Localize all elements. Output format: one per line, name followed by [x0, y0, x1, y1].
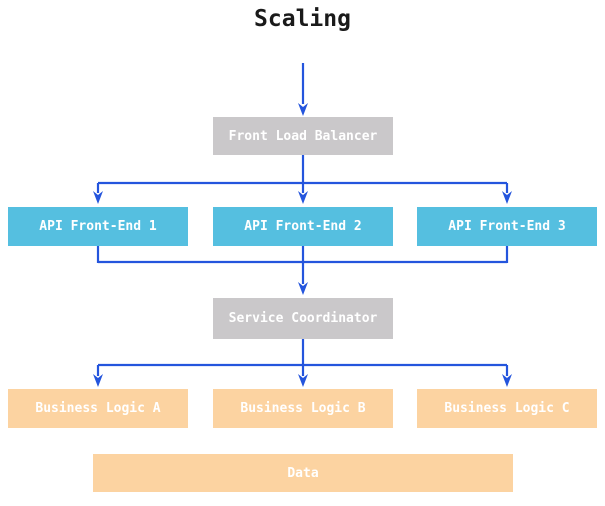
node-api-front-end-2: API Front-End 2: [213, 207, 393, 246]
arrowhead-api3: [502, 191, 512, 204]
node-business-logic-b: Business Logic B: [213, 389, 393, 428]
node-business-logic-c: Business Logic C: [417, 389, 597, 428]
node-data: Data: [93, 454, 513, 492]
node-front-load-balancer: Front Load Balancer: [213, 117, 393, 155]
diagram-title: Scaling: [254, 6, 351, 32]
node-service-coordinator: Service Coordinator: [213, 298, 393, 339]
arrowhead-entry: [298, 103, 308, 116]
node-api-front-end-1: API Front-End 1: [8, 207, 188, 246]
arrowhead-api1: [93, 191, 103, 204]
arrowhead-api2: [298, 191, 308, 204]
arrowhead-service-coordinator: [298, 282, 308, 295]
node-business-logic-a: Business Logic A: [8, 389, 188, 428]
node-api-front-end-3: API Front-End 3: [417, 207, 597, 246]
arrowhead-business-logic-a: [93, 374, 103, 387]
arrowhead-business-logic-b: [298, 374, 308, 387]
arrowhead-business-logic-c: [502, 374, 512, 387]
